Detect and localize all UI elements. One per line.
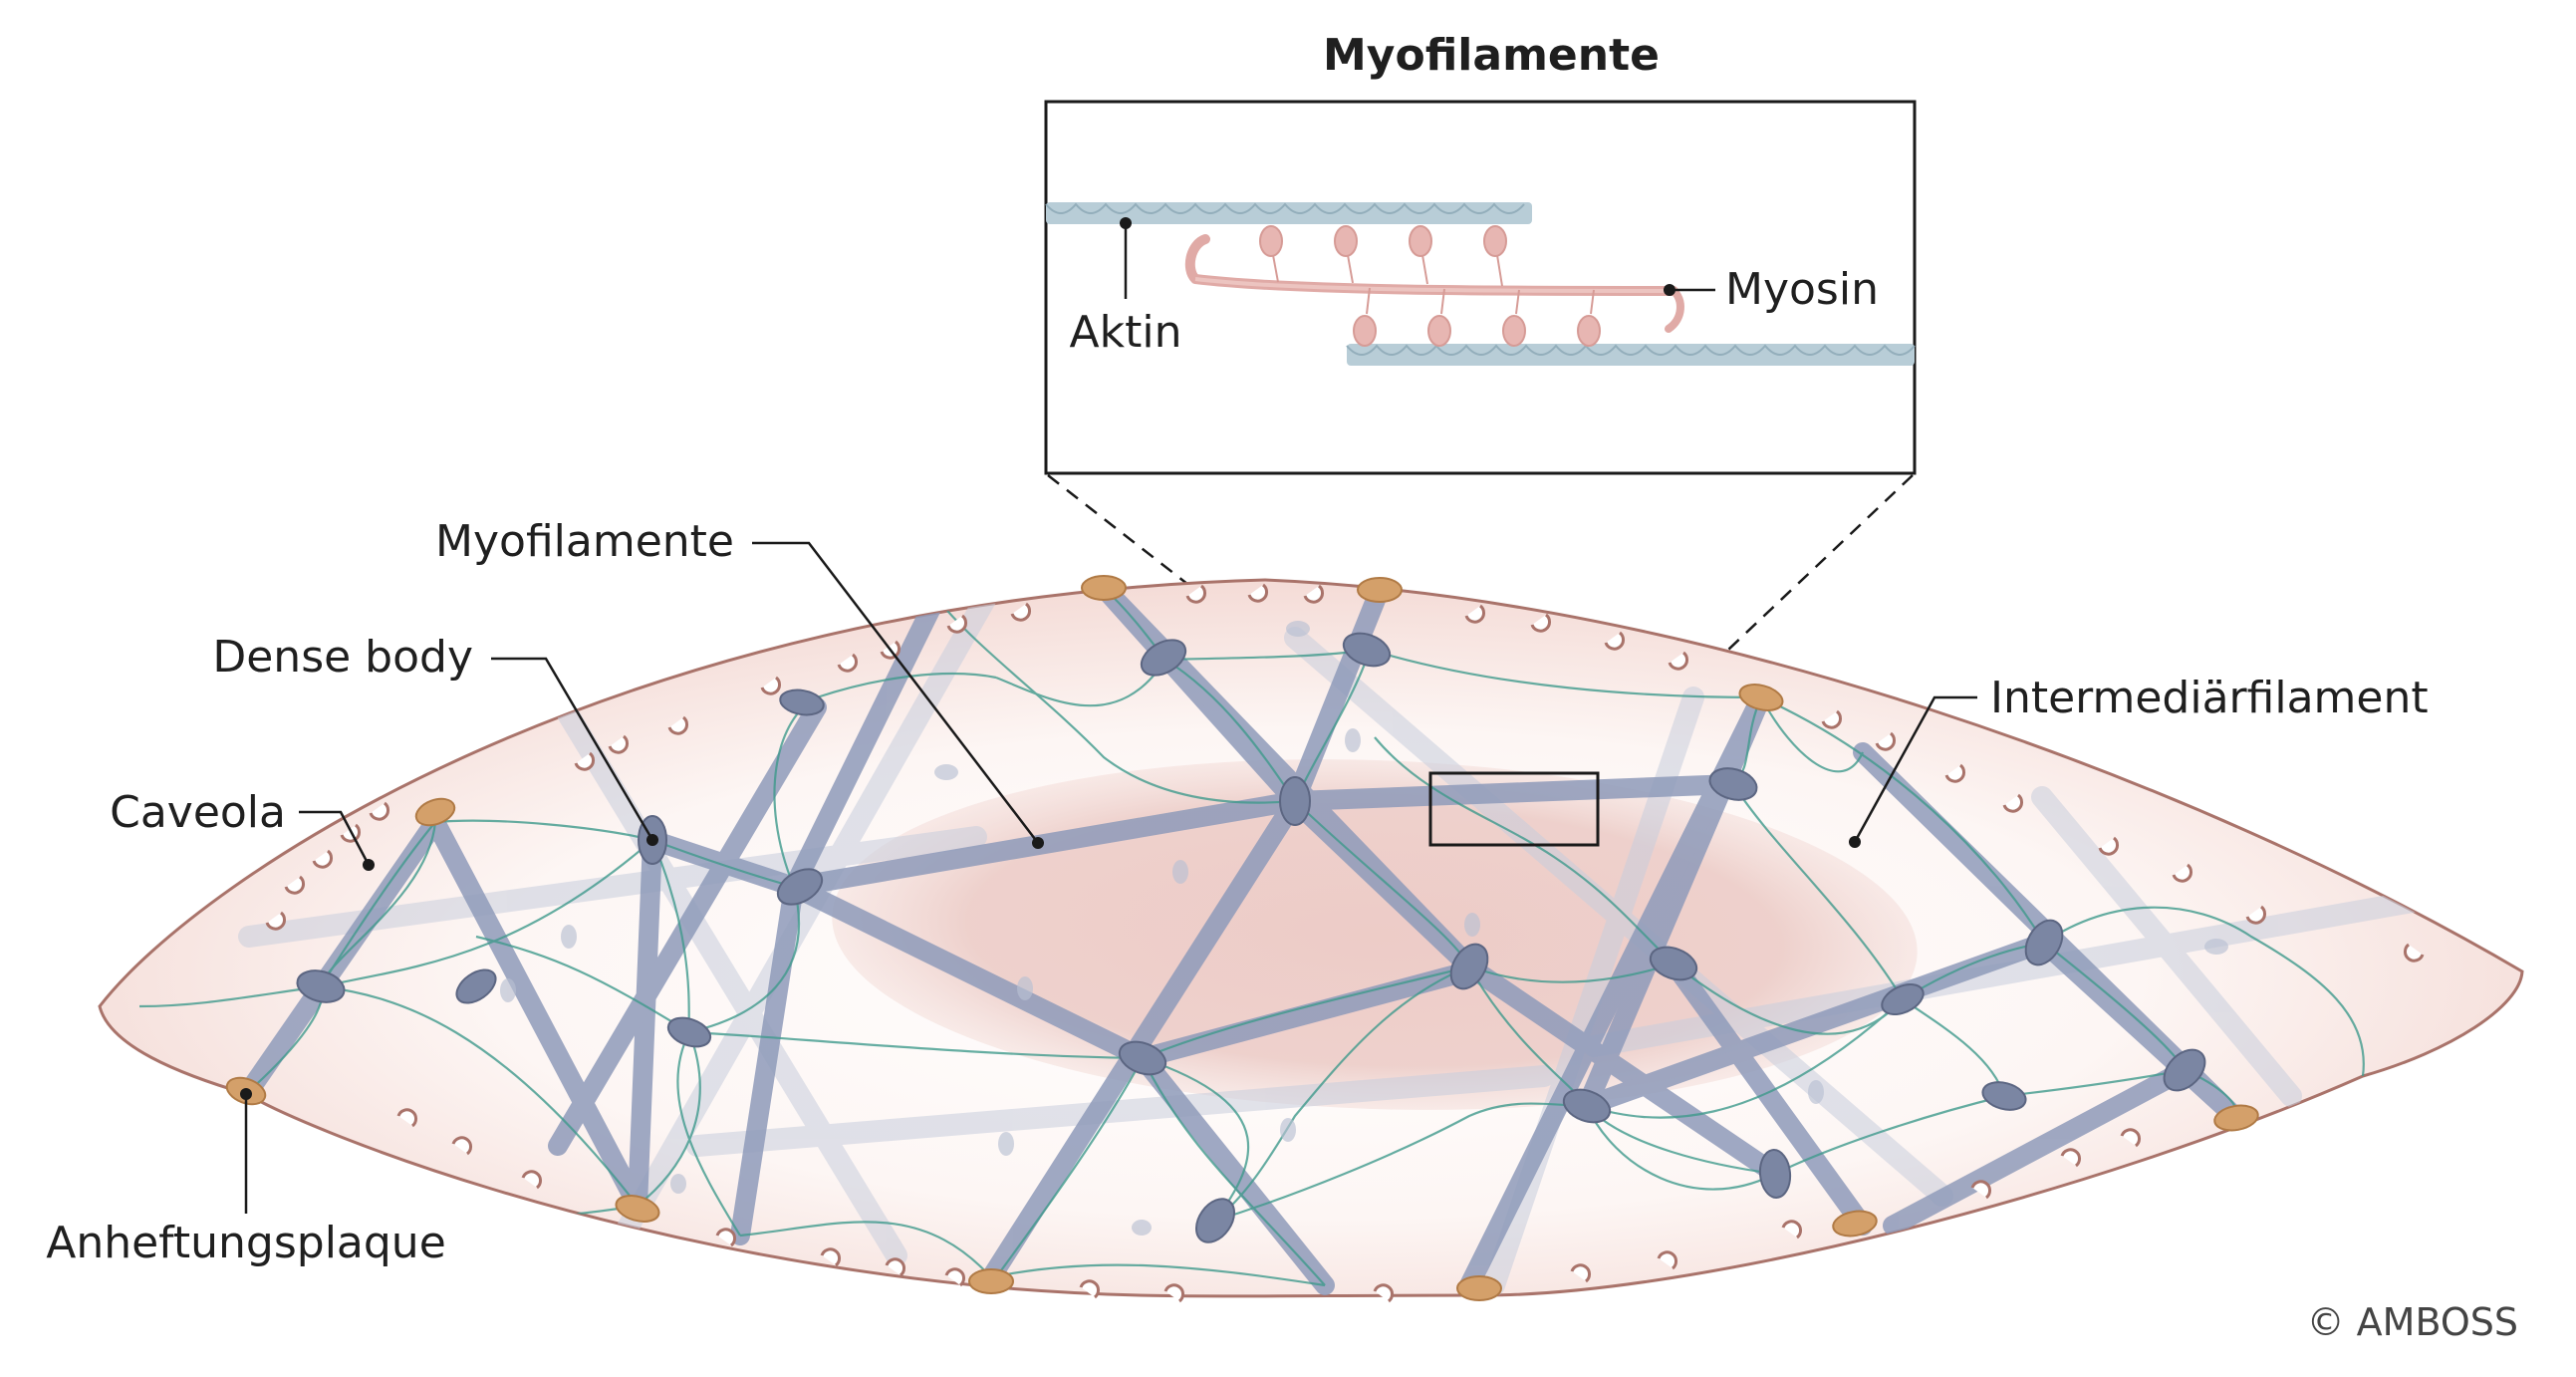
label-intermediate-filament: Intermediärfilament [1849,673,2429,848]
myosin-label-group: Myosin [1664,264,1879,315]
actin-label-group: Aktin [1070,217,1182,358]
actin-filament-upper [1045,202,1532,224]
myofilament-bundles [239,580,2246,1295]
caveolae [265,583,2425,1303]
label-caveola: Caveola [110,787,375,871]
myosin-label: Myosin [1725,264,1879,315]
smooth-muscle-cell [98,575,2524,1303]
zoom-region-box [1428,771,1600,847]
myosin-filament [1184,225,1684,347]
label-attachment-plaque: Anheftungsplaque [46,1088,446,1268]
inset-title: Myofilamente [1323,30,1660,81]
attachment-plaque-label: Anheftungsplaque [46,1218,446,1268]
caveola-label: Caveola [110,787,286,838]
dense-body-label: Dense body [212,632,473,683]
actin-label: Aktin [1070,307,1182,358]
actin-filament-lower [1346,344,1916,366]
dense-bodies [296,632,2206,1243]
myofilament-inset: Myofilamente [1044,30,1917,475]
background-dense-bodies [500,621,2228,1236]
label-dense-body: Dense body [212,632,658,846]
intermediate-filament-label: Intermediärfilament [1990,673,2429,723]
myofilaments-label: Myofilamente [435,516,734,567]
label-myofilaments: Myofilamente [435,516,1044,849]
copyright: © AMBOSS [2307,1300,2518,1344]
attachment-plaques [225,575,2259,1301]
